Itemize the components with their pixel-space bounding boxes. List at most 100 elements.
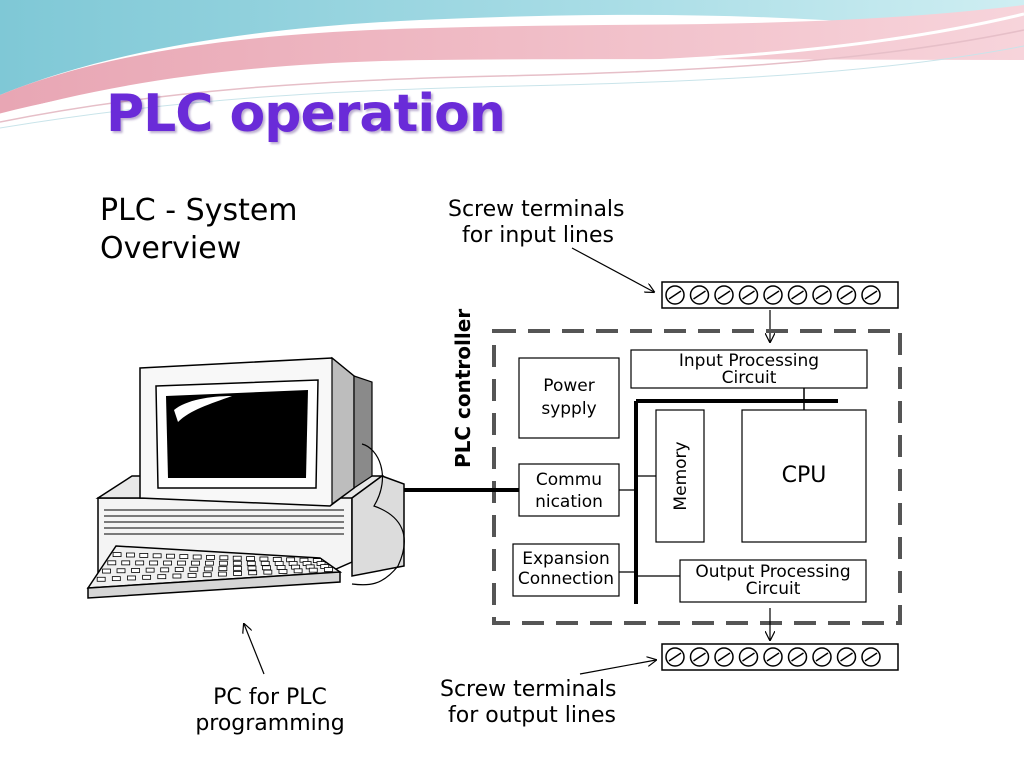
plc-controller-boundary — [492, 329, 902, 625]
keyboard-key — [102, 568, 111, 574]
output-terminal-screw-slot — [693, 652, 706, 662]
pc-computer-illustration — [86, 356, 405, 599]
keyboard-key — [139, 552, 149, 558]
keyboard-key — [127, 575, 136, 581]
keyboard-key — [202, 572, 212, 578]
keyboard-key — [278, 569, 288, 574]
keyboard-key — [272, 556, 282, 562]
output-terminal-screw-slot — [791, 652, 804, 662]
diagram-title-line2: Overview — [100, 231, 241, 266]
keyboard-key — [308, 567, 318, 573]
keyboard-key — [263, 569, 273, 575]
keyboard-key — [152, 553, 162, 559]
expansion-label-line1: Expansion — [522, 549, 610, 569]
expansion-connection-box — [512, 543, 620, 597]
keyboard-key — [163, 560, 172, 566]
keyboard-key — [259, 556, 269, 562]
output-processing-label-line2: Circuit — [746, 579, 801, 599]
output-terminal-screw-slot — [815, 652, 829, 662]
keyboard-key — [205, 560, 214, 566]
input-terminal-screw-slot — [693, 290, 706, 300]
input-processing-box — [630, 349, 868, 389]
communication-label-line1: Commu — [536, 470, 602, 490]
input-terminal-screw-slot — [717, 290, 731, 300]
keyboard-key — [248, 570, 258, 576]
keyboard-key — [142, 574, 152, 580]
keyboard-key — [126, 552, 135, 558]
input-processing-label-line1: Input Processing — [679, 351, 819, 371]
input-terminal-screw-slot — [864, 290, 878, 300]
header-wave-banner — [0, 0, 1024, 129]
keyboard-key — [179, 554, 189, 560]
diagram-panel: PLC - System Overview Screw terminals fo… — [82, 176, 960, 746]
input-processing-label-line2: Circuit — [722, 368, 777, 388]
keyboard-key — [172, 573, 182, 579]
keyboard-key — [174, 567, 184, 572]
pc-pointer — [244, 624, 265, 675]
keyboard-key — [157, 574, 167, 580]
power-supply-label-line1: Power — [543, 376, 594, 396]
input-terminals-label-line1: Screw terminals — [448, 197, 625, 222]
pc-label-line2: programming — [195, 711, 344, 736]
memory-box — [655, 409, 705, 543]
keyboard-key — [116, 568, 126, 574]
keyboard-key — [111, 576, 121, 582]
keyboard-key — [189, 566, 199, 572]
keyboard-key — [232, 555, 242, 561]
diagram-title-line1: PLC - System — [100, 193, 298, 228]
output-terminal-screw-slot — [717, 652, 731, 662]
keyboard-key — [135, 560, 145, 566]
output-terminal-screw-slot — [840, 652, 853, 662]
plc-controller-label: PLC controller — [451, 309, 475, 468]
cpu-label: CPU — [782, 463, 827, 488]
keyboard-key — [324, 567, 333, 572]
input-terminals-label-line2: for input lines — [462, 223, 614, 248]
input-terminal-screw-slot — [791, 290, 804, 300]
keyboard-key — [112, 552, 122, 558]
memory-label: Memory — [671, 441, 691, 510]
keyboard-key — [107, 560, 117, 566]
output-terminal-strip — [661, 643, 899, 671]
keyboard-key — [246, 556, 255, 562]
plc-system-diagram: PLC - System Overview Screw terminals fo… — [86, 193, 902, 736]
keyboard-key — [177, 560, 186, 566]
keyboard-key — [187, 572, 197, 578]
output-terminals-pointer — [579, 660, 656, 675]
output-terminal-screw-slot — [742, 652, 755, 662]
keyboard-key — [191, 560, 200, 566]
keyboard-key — [262, 565, 271, 571]
cpu-box — [741, 409, 867, 543]
output-terminal-screw-slot — [766, 652, 780, 662]
keyboard-key — [217, 571, 227, 577]
power-supply-box — [518, 357, 620, 439]
pc-label-line1: PC for PLC — [213, 685, 327, 710]
output-terminals-label-line1: Screw terminals — [440, 677, 617, 702]
expansion-label-line2: Connection — [518, 569, 614, 589]
keyboard-key — [276, 565, 286, 570]
keyboard-key — [96, 576, 106, 582]
keyboard-key — [247, 565, 257, 571]
input-terminal-strip — [661, 281, 899, 309]
keyboard-key — [203, 566, 213, 572]
keyboard-key — [131, 568, 140, 573]
output-processing-box — [679, 559, 867, 603]
keyboard-key — [233, 571, 242, 576]
input-terminal-screw-slot — [668, 290, 682, 300]
input-terminal-screw-slot — [766, 290, 780, 300]
keyboard-key — [260, 560, 270, 566]
input-terminal-screw-slot — [742, 290, 755, 300]
input-terminal-screw-slot — [815, 290, 829, 300]
keyboard-key — [219, 555, 229, 561]
keyboard-key — [218, 566, 228, 572]
keyboard-key — [121, 560, 131, 566]
communication-label-line2: nication — [535, 492, 603, 512]
slide-title: PLC operation — [106, 84, 506, 144]
keyboard-key — [246, 560, 256, 566]
power-supply-label-line2: sypply — [541, 399, 596, 419]
keyboard-key — [160, 567, 170, 573]
keyboard-key — [206, 554, 215, 560]
output-terminal-screw-slot — [668, 652, 682, 662]
keyboard-key — [293, 568, 303, 574]
input-terminals-pointer — [571, 247, 654, 292]
keyboard-key — [145, 567, 155, 573]
